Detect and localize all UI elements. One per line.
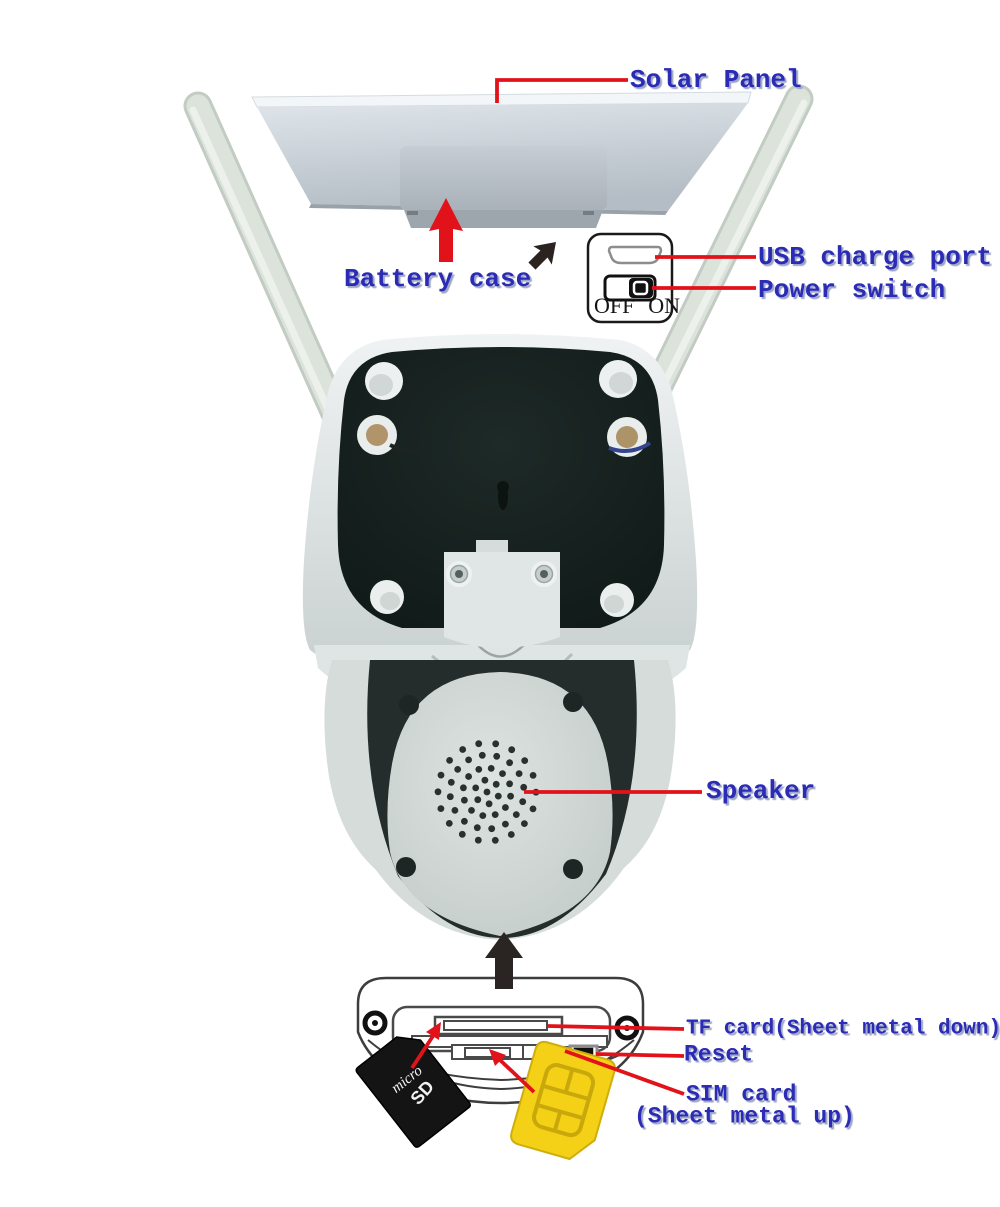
callout-lines [410, 78, 756, 1096]
micro-sd-card: micro SD [355, 1036, 471, 1148]
label-speaker: Speaker [706, 776, 816, 806]
power-switch-graphic [603, 274, 657, 302]
battery-case-illustration [400, 146, 607, 228]
label-sim-card-note: (Sheet metal up) [634, 1103, 855, 1130]
switch-off-label: OFF [594, 293, 635, 318]
sim-connector [564, 1049, 685, 1096]
label-reset: Reset [684, 1041, 754, 1068]
switch-on-label: ON [648, 293, 680, 318]
label-power-switch: Power switch [758, 275, 946, 305]
base-screw-left [362, 1010, 388, 1036]
tf-connector [547, 1024, 685, 1031]
sim-arrow-shaft [498, 1058, 536, 1094]
sd-arrow-shaft [410, 1034, 435, 1070]
attach-up-arrow [485, 932, 523, 989]
label-sim-card: SIM card [686, 1081, 797, 1108]
callout-arrowheads [426, 198, 506, 1066]
solar-panel-connector [495, 78, 628, 103]
label-battery-case: Battery case [344, 264, 532, 294]
switch-state-labels: OFF ON [594, 295, 680, 317]
port-panel [586, 232, 674, 324]
sim-card [510, 1040, 616, 1161]
sim-arrowhead [489, 1049, 506, 1066]
speaker-grill [434, 740, 540, 844]
cursor-icon [528, 242, 556, 270]
label-usb-charge-port: USB charge port [758, 242, 993, 272]
mount-bracket [444, 540, 560, 648]
battery-case-arrow [429, 198, 463, 262]
left-antenna [183, 91, 361, 453]
camera-body-illustration [302, 334, 698, 940]
reset-connector [595, 1052, 685, 1058]
label-tf-card: TF card(Sheet metal down) [686, 1017, 1000, 1041]
corner-screw-bosses [357, 360, 652, 617]
label-solar-panel: Solar Panel [630, 65, 802, 95]
sd-arrowhead [426, 1022, 441, 1040]
usb-port [607, 245, 663, 265]
